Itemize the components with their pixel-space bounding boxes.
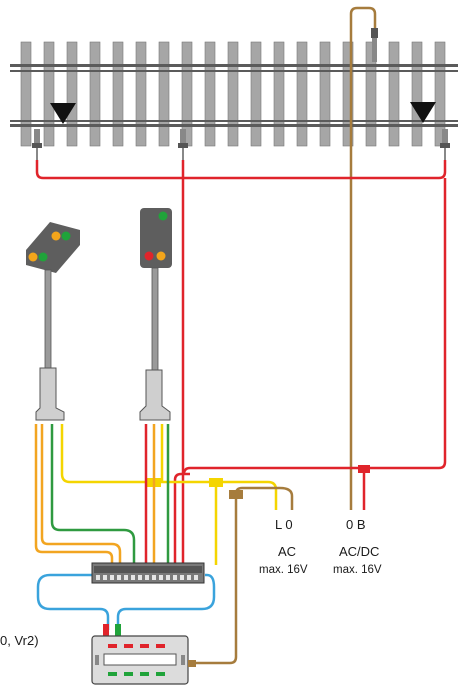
track-sleeper — [43, 41, 55, 147]
plate-socket — [138, 575, 142, 580]
signal-left — [26, 222, 80, 421]
track-sleeper — [204, 41, 216, 147]
acdc-max-voltage: max. 16V — [333, 564, 382, 576]
track-sleeper — [158, 41, 170, 147]
blue-wire-left — [36, 573, 110, 630]
decoder-red-buttons — [108, 644, 165, 648]
yellow-plug-icon — [209, 478, 223, 487]
track-sleeper — [273, 41, 285, 147]
cut-off-note: 0, Vr2) — [0, 633, 39, 648]
plate-socket — [96, 575, 100, 580]
signal-left-base — [35, 367, 65, 421]
ac-max-voltage: max. 16V — [259, 564, 308, 576]
track-sleeper — [342, 41, 354, 147]
signal-left-head — [26, 222, 80, 273]
track-sleeper — [20, 41, 32, 147]
acdc-label: AC/DC — [339, 544, 380, 559]
signal-right-base — [139, 369, 171, 421]
signal-decoder-icon — [91, 624, 196, 685]
track-sleeper — [319, 41, 331, 147]
track-section — [10, 41, 458, 147]
signal-left-mast — [44, 269, 52, 369]
track-clip-middle — [178, 129, 188, 160]
ac-terminals: L 0 — [275, 517, 293, 532]
plate-socket — [159, 575, 163, 580]
plate-socket — [152, 575, 156, 580]
track-clip-right — [440, 129, 450, 160]
signal-right — [139, 208, 172, 421]
brown-wire-decoder — [195, 486, 294, 665]
decoder-green-buttons — [108, 672, 165, 676]
plate-socket — [117, 575, 121, 580]
rail-bottom-outer — [10, 124, 458, 127]
lamp-yellow-icon — [51, 231, 61, 241]
lamp-green-icon — [38, 252, 48, 262]
track-clip-left — [32, 129, 42, 160]
blue-wire-right — [116, 573, 216, 630]
plate-socket — [180, 575, 184, 580]
signal-right-mast — [151, 267, 159, 371]
plate-socket — [103, 575, 107, 580]
track-contact-left-icon — [50, 103, 76, 124]
wire-plug-icon — [188, 660, 196, 667]
plate-socket — [110, 575, 114, 580]
track-contact-right-icon — [410, 102, 436, 123]
plate-socket — [131, 575, 135, 580]
plate-socket — [166, 575, 170, 580]
orange-wire-left-a — [40, 424, 122, 565]
track-sleeper — [135, 41, 147, 147]
track-sleeper — [227, 41, 239, 147]
track-sleeper — [112, 41, 124, 147]
rail-top-outer — [10, 64, 458, 67]
red-wire-right — [182, 178, 447, 475]
track-sleepers — [20, 41, 446, 147]
lamp-green-icon — [61, 231, 71, 241]
red-wire-track — [35, 160, 447, 180]
plate-sockets — [96, 575, 198, 580]
plate-socket — [187, 575, 191, 580]
track-sleeper — [296, 41, 308, 147]
red-wire-to-plate — [173, 472, 190, 565]
lamp-yellow-icon — [28, 252, 38, 262]
lamp-green-icon — [158, 211, 168, 221]
plate-socket — [124, 575, 128, 580]
track-clip-top — [371, 28, 378, 62]
track-sleeper — [388, 41, 400, 147]
track-sleeper — [89, 41, 101, 147]
track-sleeper — [411, 41, 423, 147]
red-plug-icon — [358, 465, 370, 473]
orange-wire-left-b — [34, 424, 114, 565]
acdc-terminals: 0 B — [346, 517, 366, 532]
lamp-red-icon — [144, 251, 154, 261]
track-sleeper — [250, 41, 262, 147]
rail-bottom-inner — [10, 120, 458, 122]
brown-plug-icon — [229, 490, 243, 499]
track-sleeper — [365, 41, 377, 147]
rail-top-inner — [10, 70, 458, 72]
plate-socket — [173, 575, 177, 580]
lamp-yellow-icon — [156, 251, 166, 261]
plate-socket — [194, 575, 198, 580]
ac-label: AC — [278, 544, 297, 559]
brown-wire-track — [349, 6, 377, 510]
distribution-strip-icon — [91, 562, 205, 584]
green-wire-left — [50, 424, 136, 565]
plate-socket — [145, 575, 149, 580]
track-sleeper — [66, 41, 78, 147]
